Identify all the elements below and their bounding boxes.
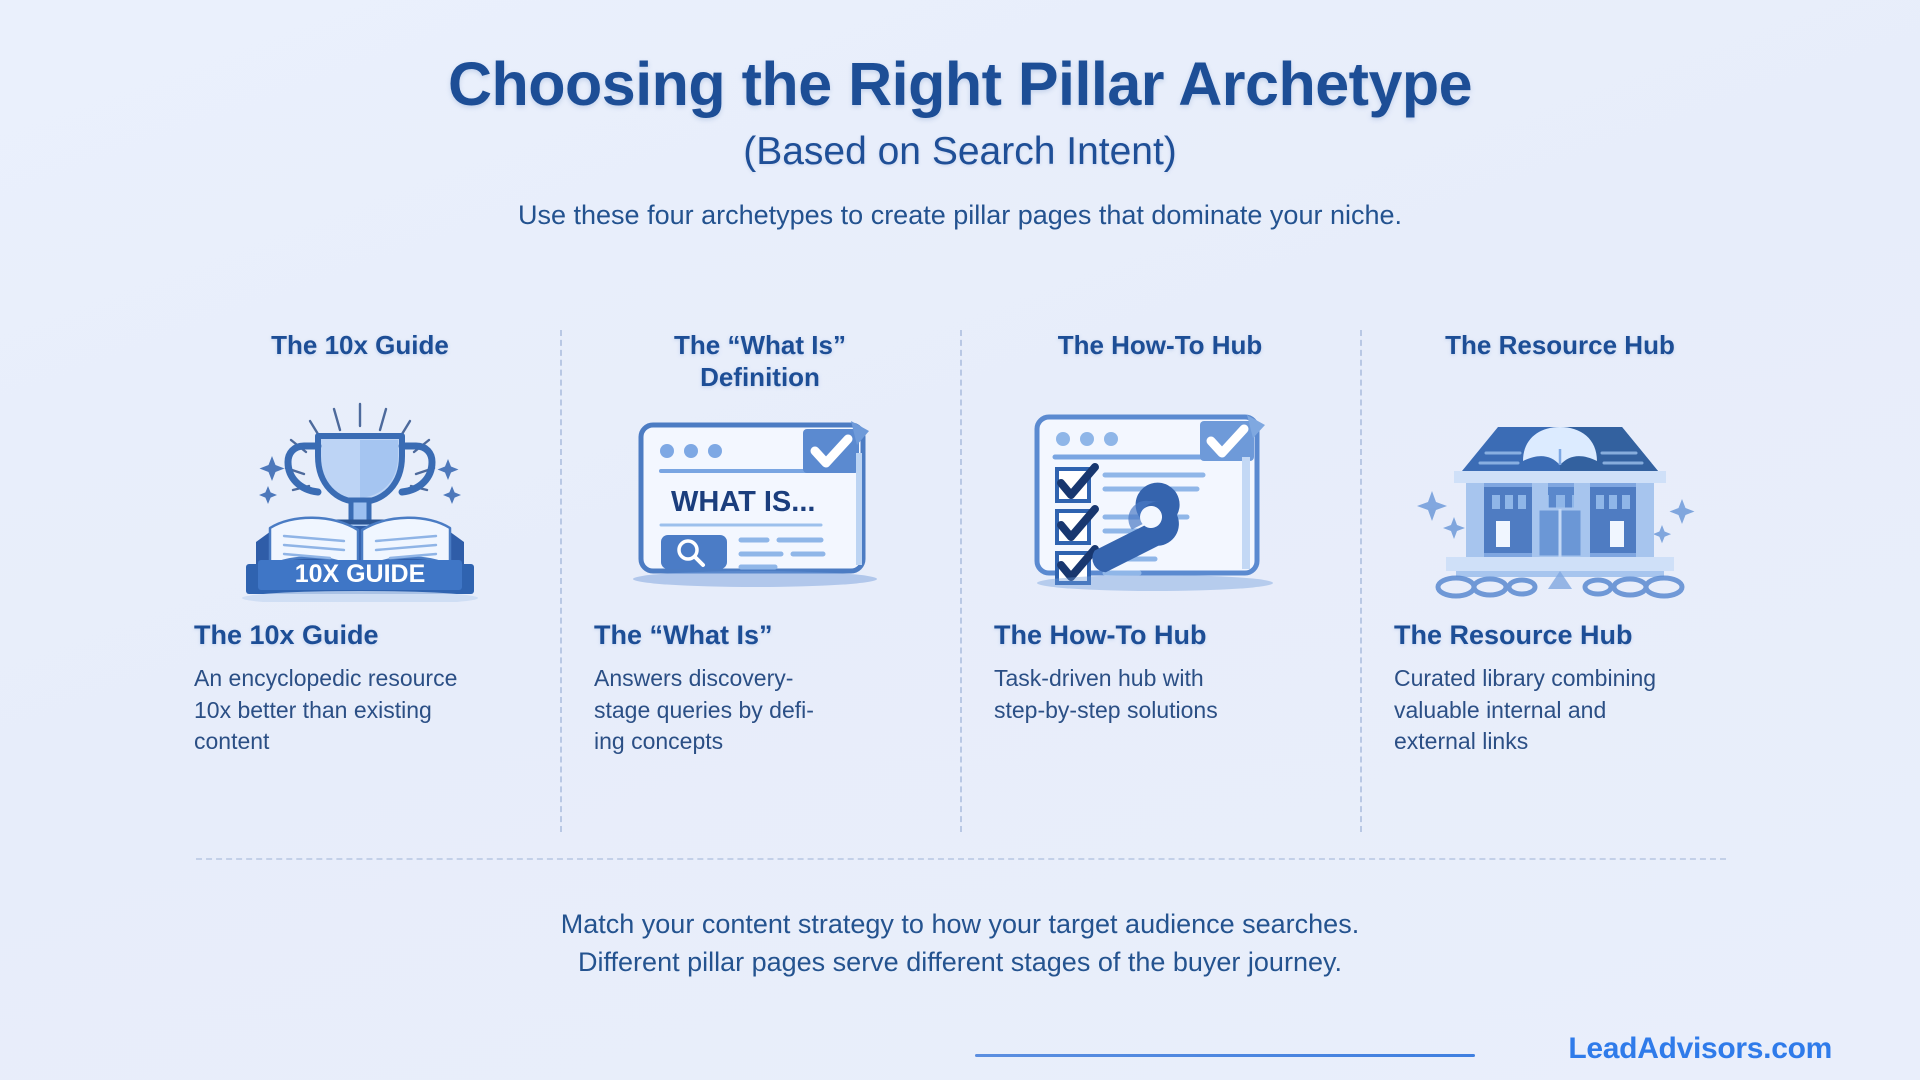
column-description: Curated library combining valuable inter… (1394, 665, 1657, 755)
archetype-column-resource-hub: The Resource Hub (1360, 330, 1760, 860)
brand-name: LeadAdvisors.com (1568, 1032, 1832, 1065)
section-divider (196, 858, 1726, 860)
archetype-column-how-to-hub: The How-To Hub (960, 330, 1360, 860)
footer-line-2: Different pillar pages serve different s… (578, 947, 1342, 978)
column-title: The Resource Hub (1394, 620, 1633, 650)
column-description: Answers discovery- stage queries by defi… (594, 665, 814, 755)
checklist-wrench-icon (982, 402, 1338, 602)
brand-rule (975, 1054, 1475, 1057)
intro-text: Use these four archetypes to create pill… (518, 200, 1402, 231)
page-title: Choosing the Right Pillar Archetype (447, 50, 1473, 118)
column-title: The 10x Guide (194, 620, 379, 650)
archetype-column-what-is-definition: The “What Is” Definition WHAT IS... (560, 330, 960, 860)
archetype-panel: The 10x Guide (160, 330, 1760, 860)
column-heading: The “What Is” Definition (674, 330, 846, 392)
trophy-on-book-icon: 10X GUIDE (182, 402, 538, 602)
column-description: An encyclopedic resource 10x better than… (194, 665, 458, 755)
archetype-column-10x-guide: The 10x Guide (160, 330, 560, 860)
library-building-icon (1382, 402, 1738, 602)
column-title: The “What Is” (594, 620, 773, 650)
definition-browser-window-icon: WHAT IS... (582, 402, 938, 602)
page-subtitle: (Based on Search Intent) (743, 130, 1177, 174)
column-heading: The Resource Hub (1445, 330, 1675, 360)
window-headline: WHAT IS... (671, 486, 815, 518)
column-title: The How-To Hub (994, 620, 1207, 650)
column-heading: The How-To Hub (1057, 330, 1263, 360)
column-heading: The 10x Guide (271, 330, 449, 360)
badge-label: 10X GUIDE (295, 560, 426, 588)
footer-line-1: Match your content strategy to how your … (560, 909, 1360, 939)
brand-row: LeadAdvisors.com (0, 1032, 1920, 1078)
header: Choosing the Right Pillar Archetype (Bas… (0, 52, 1920, 231)
column-description: Task-driven hub with step-by-step soluti… (994, 665, 1218, 723)
footer-text: Match your content strategy to how your … (0, 905, 1920, 982)
